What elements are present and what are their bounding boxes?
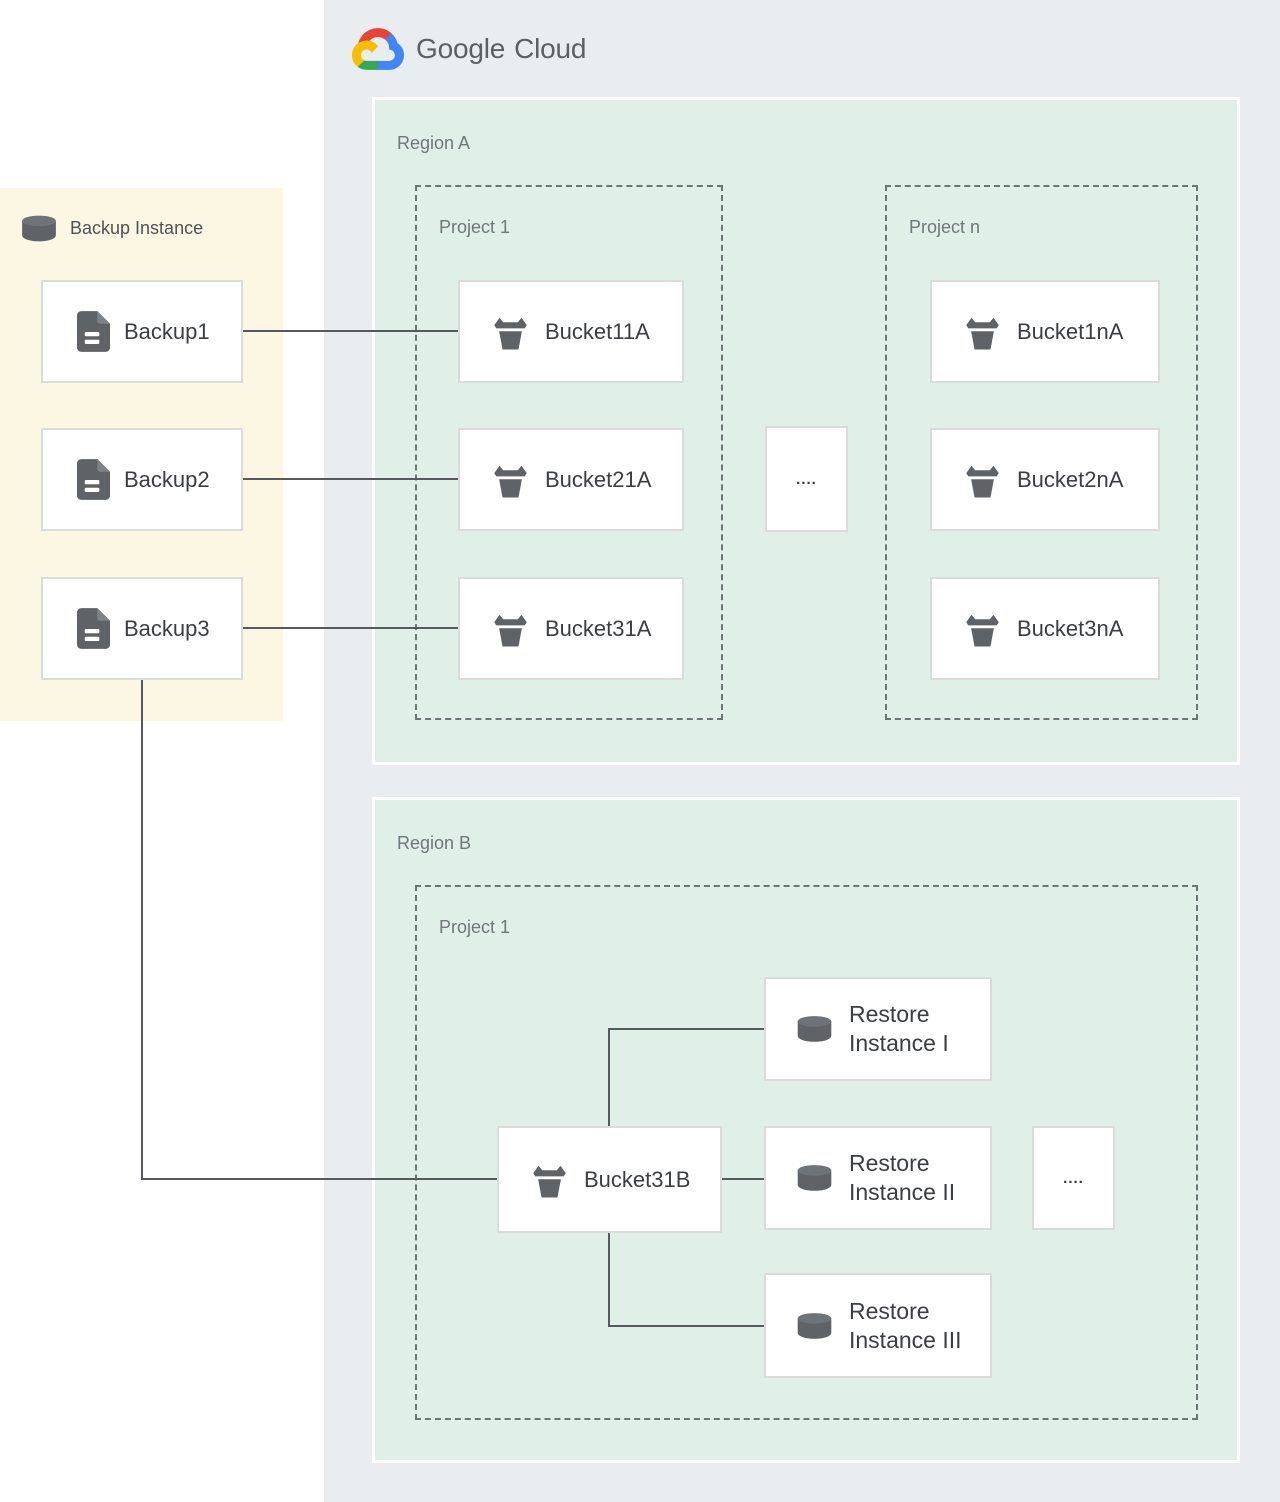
bucket21a-box: Bucket21A (458, 428, 684, 531)
document-icon (77, 311, 110, 352)
bucket-icon (966, 614, 999, 646)
bucket3na-box: Bucket3nA (930, 577, 1160, 680)
restore-instance-2-box: Restore Instance II (764, 1126, 992, 1230)
connector-bucket31b-restore3-horizontal (608, 1325, 764, 1327)
backup3-label: Backup3 (124, 615, 210, 641)
restore-instance-1-line2: Instance I (849, 1030, 949, 1056)
bucket-icon (966, 317, 999, 349)
bucket31a-label: Bucket31A (545, 615, 652, 641)
logo-cloud-text: Cloud (514, 33, 587, 64)
ellipsis-box-region-b: .... (1032, 1126, 1115, 1230)
connector-bucket31b-restore3-vertical (608, 1233, 610, 1327)
bucket2na-box: Bucket2nA (930, 428, 1160, 531)
restore-instance-2-label: Restore Instance II (849, 1149, 955, 1207)
restore-instance-1-label: Restore Instance I (849, 1000, 949, 1058)
bucket31b-label: Bucket31B (584, 1166, 691, 1192)
restore-instance-2-line1: Restore (849, 1150, 930, 1176)
bucket-icon (966, 465, 999, 497)
project-1a-label: Project 1 (439, 217, 511, 237)
bucket11a-box: Bucket11A (458, 280, 684, 383)
bucket-icon (494, 614, 527, 646)
bucket-icon (533, 1165, 566, 1197)
backup1-box: Backup1 (41, 280, 243, 383)
ellipsis-label: .... (1063, 1169, 1084, 1187)
connector-backup3-bucket31b-horizontal (141, 1178, 497, 1180)
backup2-box: Backup2 (41, 428, 243, 531)
backup1-label: Backup1 (124, 318, 210, 344)
bucket-icon (494, 317, 527, 349)
restore-instance-3-label: Restore Instance III (849, 1297, 962, 1355)
bucket1na-box: Bucket1nA (930, 280, 1160, 383)
project-1b-box: Project 1 (415, 885, 1198, 1420)
project-1b-label: Project 1 (439, 917, 511, 937)
bucket21a-label: Bucket21A (545, 466, 652, 492)
ellipsis-box-region-a: .... (765, 426, 848, 532)
restore-instance-1-line1: Restore (849, 1001, 930, 1027)
restore-instance-2-line2: Instance II (849, 1179, 956, 1205)
bucket-icon (494, 465, 527, 497)
bucket1na-label: Bucket1nA (1017, 318, 1124, 344)
restore-instance-1-box: Restore Instance I (764, 977, 992, 1081)
google-cloud-wordmark: Google Cloud (416, 33, 586, 65)
bucket3na-label: Bucket3nA (1017, 615, 1124, 641)
bucket11a-label: Bucket11A (545, 318, 650, 344)
logo-google-text: Google (416, 33, 506, 64)
connector-backup1-bucket11a (243, 330, 458, 332)
project-na-label: Project n (909, 217, 981, 237)
backup-instance-title: Backup Instance (70, 218, 204, 238)
google-cloud-icon (352, 28, 404, 70)
database-icon (797, 1165, 832, 1191)
connector-backup2-bucket21a (243, 478, 458, 480)
google-cloud-logo: Google Cloud (352, 28, 586, 70)
backup-instance-header: Backup Instance (20, 215, 203, 242)
bucket31a-box: Bucket31A (458, 577, 684, 680)
project-na-box: Project n (885, 185, 1198, 720)
ellipsis-label: .... (796, 470, 817, 488)
document-icon (77, 459, 110, 500)
restore-instance-3-box: Restore Instance III (764, 1273, 992, 1378)
backup2-label: Backup2 (124, 466, 210, 492)
connector-bucket31b-restore1-vertical (608, 1028, 610, 1126)
restore-instance-3-line1: Restore (849, 1297, 930, 1324)
document-icon (77, 608, 110, 649)
connector-backup3-bucket31a (243, 627, 458, 629)
bucket31b-box: Bucket31B (497, 1126, 722, 1233)
restore-instance-3-line2: Instance III (849, 1326, 962, 1353)
region-b-label: Region B (397, 833, 472, 853)
bucket2na-label: Bucket2nA (1017, 466, 1124, 492)
connector-bucket31b-restore2 (722, 1178, 764, 1180)
backup3-box: Backup3 (41, 577, 243, 680)
connector-bucket31b-restore1-horizontal (608, 1028, 764, 1030)
database-icon (797, 1312, 832, 1339)
database-icon (22, 215, 56, 242)
database-icon (797, 1016, 832, 1042)
region-a-label: Region A (397, 133, 471, 153)
connector-backup3-bucket31b-vertical (141, 680, 143, 1178)
project-1a-box: Project 1 (415, 185, 723, 720)
